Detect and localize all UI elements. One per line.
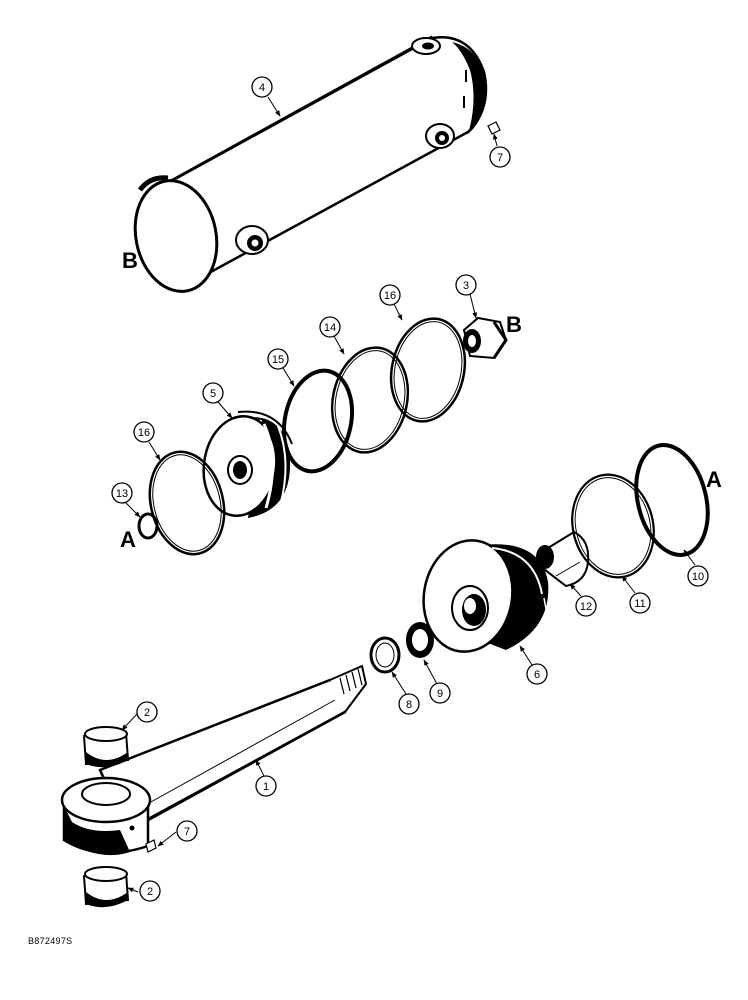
wiper-8 (369, 636, 401, 674)
svg-text:6: 6 (534, 669, 540, 681)
svg-text:4: 4 (259, 82, 265, 94)
callout-2-lower: 2 (139, 880, 161, 902)
cylinder-barrel (133, 35, 501, 293)
svg-text:9: 9 (437, 688, 443, 700)
callout-15: 15 (267, 348, 289, 370)
wiper-ring-13 (137, 512, 159, 540)
callout-11: 11 (629, 592, 651, 614)
o-ring-10 (634, 443, 710, 557)
callout-16-lower: 16 (133, 421, 155, 443)
callout-1: 1 (255, 775, 277, 797)
svg-text:3: 3 (463, 280, 469, 292)
cylinder-head (422, 539, 549, 653)
svg-text:2: 2 (147, 886, 153, 898)
callout-2-upper: 2 (136, 701, 158, 723)
svg-text:13: 13 (116, 488, 128, 500)
svg-text:1: 1 (263, 781, 269, 793)
callout-9: 9 (429, 682, 451, 704)
svg-text:7: 7 (497, 152, 503, 164)
figure-id: B872497S (28, 936, 73, 946)
svg-text:15: 15 (272, 354, 284, 366)
svg-text:2: 2 (144, 707, 150, 719)
callout-7-rod: 7 (176, 820, 198, 842)
ref-letter-a-ring: A (706, 467, 722, 492)
svg-text:16: 16 (138, 427, 150, 439)
piston (202, 410, 293, 518)
callout-14: 14 (319, 316, 341, 338)
seal-9 (406, 622, 434, 658)
callout-13: 13 (111, 482, 133, 504)
leader-lines (121, 96, 696, 893)
svg-text:8: 8 (406, 699, 412, 711)
ref-letter-b-nut: B (506, 312, 522, 337)
svg-text:7: 7 (184, 826, 190, 838)
callout-3: 3 (455, 274, 477, 296)
callout-6: 6 (526, 663, 548, 685)
svg-text:16: 16 (384, 290, 396, 302)
callout-7-barrel: 7 (489, 146, 511, 168)
svg-text:5: 5 (210, 388, 216, 400)
piston-rod (60, 664, 368, 856)
piston-nut (462, 316, 508, 360)
pin-bushing-lower (82, 866, 130, 908)
callout-5: 5 (202, 382, 224, 404)
svg-text:14: 14 (324, 322, 336, 334)
ref-letter-b-barrel: B (122, 248, 138, 273)
callout-4: 4 (251, 76, 273, 98)
ring-15 (282, 368, 354, 474)
ref-letter-a-wiper: A (120, 527, 136, 552)
o-ring-16-lower (148, 450, 226, 556)
o-ring-16-upper (389, 317, 467, 423)
callout-10: 10 (687, 565, 709, 587)
ring-14 (330, 346, 410, 454)
callout-16-upper: 16 (379, 284, 401, 306)
callout-8: 8 (398, 693, 420, 715)
svg-text:12: 12 (580, 601, 592, 613)
svg-text:11: 11 (634, 598, 645, 610)
svg-text:10: 10 (692, 571, 704, 583)
pin-bushing-upper (82, 726, 130, 768)
callout-12: 12 (575, 595, 597, 617)
